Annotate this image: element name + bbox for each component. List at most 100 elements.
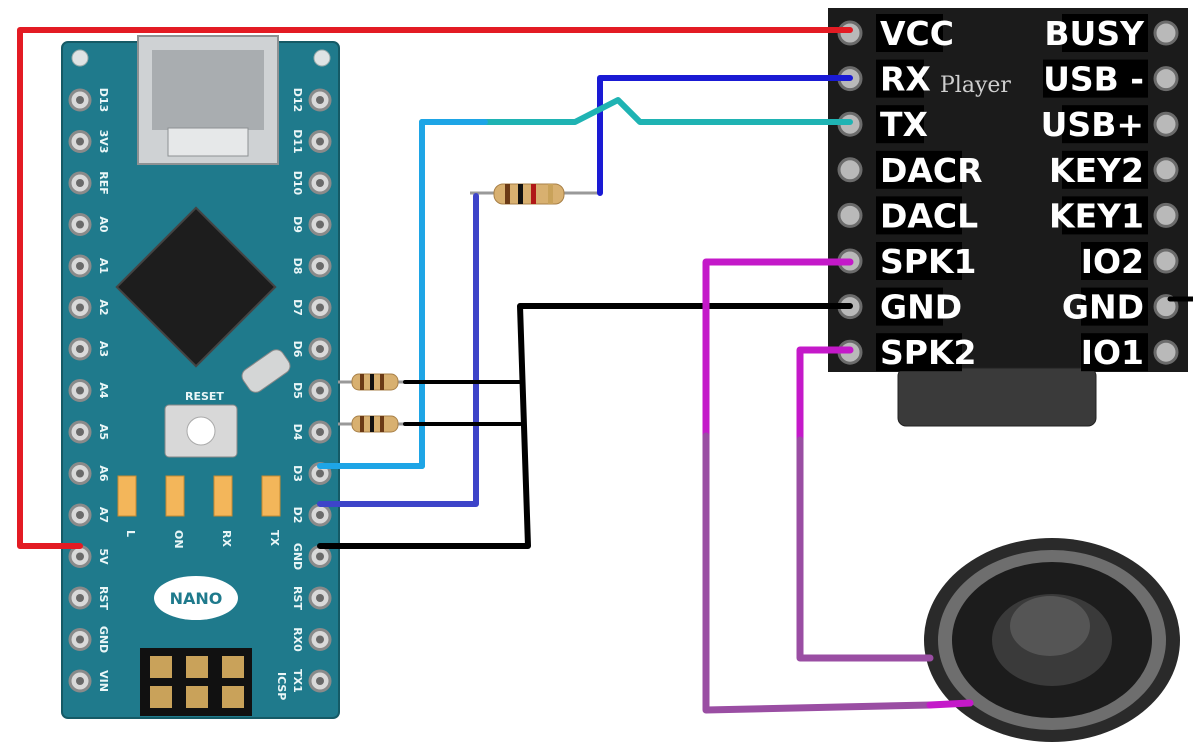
nano-pin-hole — [316, 469, 324, 478]
player-label-bg — [1062, 150, 1148, 189]
nano-pin-label: D12 — [291, 88, 304, 112]
nano-pin-label: REF — [97, 171, 110, 195]
nano-pin-label: D5 — [291, 382, 304, 399]
nano-logo: NANO — [170, 589, 223, 608]
nano-pin-hole — [76, 552, 84, 561]
nano-pin-label: RST — [291, 586, 304, 610]
player-pin-label-vcc: VCC — [880, 14, 954, 53]
player-pin-right-key1 — [1153, 202, 1179, 228]
player-pin-label-tx: TX — [880, 105, 928, 144]
sd-card-slot — [897, 367, 1097, 427]
nano-pin-label: A5 — [97, 424, 110, 440]
nano-pin-label: D7 — [291, 299, 304, 316]
player-pin-label-key1: KEY1 — [1049, 196, 1144, 235]
led-label-on: ON — [172, 530, 185, 549]
crystal — [241, 349, 291, 393]
nano-pin-label: D11 — [291, 129, 304, 153]
nano-pin-hole — [316, 511, 324, 519]
player-label-bg — [876, 333, 962, 372]
microcontroller-chip — [115, 206, 277, 368]
player-pin-label-spk1: SPK1 — [880, 242, 977, 281]
nano-pin-hole — [76, 345, 84, 353]
player-pin-label-usb: USB - — [1043, 60, 1144, 99]
nano-pin-hole — [76, 469, 84, 478]
nano-pin-hole — [316, 303, 324, 312]
nano-pin-label: VIN — [97, 670, 110, 692]
nano-pin-label: D13 — [97, 88, 110, 112]
player-pin-label-gnd: GND — [1062, 288, 1144, 327]
icsp-label: ICSP — [275, 672, 288, 700]
nano-pin-hole — [76, 386, 84, 395]
wire-spk1-a — [702, 258, 854, 440]
player-label-bg — [1043, 59, 1148, 98]
player-label-bg — [876, 287, 943, 326]
nano-pin-label: A3 — [97, 341, 110, 357]
nano-pin-label: A6 — [97, 465, 110, 482]
player-label-bg — [1081, 333, 1148, 372]
nano-pin-hole — [76, 96, 84, 104]
nano-pin-label: 3V3 — [97, 130, 110, 154]
wire-spk1-b — [702, 432, 934, 714]
player-label-bg — [876, 14, 943, 52]
nano-pin-hole — [316, 552, 324, 561]
player-pin-left-dacl — [837, 202, 863, 228]
player-pin-right-key2 — [1153, 157, 1179, 183]
icsp-header — [140, 648, 252, 716]
nano-pin-label: RST — [97, 586, 110, 610]
resistor-d4 — [338, 415, 410, 433]
wire-spk2-b — [796, 436, 934, 662]
player-label-bg — [1081, 242, 1148, 280]
player-pin-label-dacr: DACR — [880, 151, 983, 190]
nano-pin-hole — [316, 428, 324, 436]
nano-pin-label: RX0 — [291, 627, 304, 652]
nano-pin-label: D2 — [291, 507, 304, 524]
player-pin-right-usb — [1153, 111, 1179, 137]
nano-pin-label: A4 — [97, 382, 110, 399]
player-pin-label-usb: USB+ — [1041, 105, 1144, 144]
nano-pin-hole — [76, 428, 84, 436]
wire-vcc-5v — [17, 27, 853, 549]
nano-pin-hole — [316, 137, 324, 146]
nano-pin-label: TX1 — [291, 669, 304, 693]
wire-tx — [419, 97, 853, 469]
player-pin-right-io1 — [1153, 339, 1179, 365]
wire-d2 — [317, 193, 479, 507]
led-label-rx: RX — [220, 530, 233, 547]
nano-pin-label: A0 — [97, 216, 110, 233]
wire-gnd — [317, 303, 853, 549]
nano-pin-hole — [316, 635, 324, 644]
player-pin-label-busy: BUSY — [1044, 14, 1145, 53]
nano-pin-label: D9 — [291, 216, 304, 233]
nano-pin-hole — [316, 262, 324, 270]
nano-pin-label: GND — [97, 626, 110, 653]
nano-pin-hole — [316, 220, 324, 229]
nano-pin-hole — [76, 179, 84, 187]
player-pin-label-rx: RX — [880, 60, 931, 99]
nano-pin-label: 5V — [97, 548, 110, 565]
nano-pin-label: D10 — [291, 171, 304, 196]
wire-d3 — [317, 119, 488, 469]
player-label-bg — [876, 105, 924, 144]
nano-pin-hole — [316, 179, 324, 187]
player-pin-label-io2: IO2 — [1081, 242, 1144, 281]
player-pin-label-gnd: GND — [880, 288, 962, 327]
nano-pin-hole — [316, 345, 324, 353]
nano-pin-hole — [316, 96, 324, 104]
resistor-rx-line — [470, 183, 600, 205]
nano-pin-hole — [76, 511, 84, 519]
wire-spk2-a — [796, 346, 854, 444]
nano-pin-hole — [76, 137, 84, 146]
nano-pin-label: D6 — [291, 341, 304, 358]
player-pin-right-io2 — [1153, 248, 1179, 274]
nano-pin-hole — [316, 594, 324, 602]
player-pin-label-spk2: SPK2 — [880, 333, 977, 372]
player-pin-left-dacr — [837, 157, 863, 183]
nano-pin-hole — [76, 635, 84, 644]
player-label-bg — [876, 59, 924, 98]
player-label-bg — [876, 150, 962, 189]
nano-pin-label: GND — [291, 543, 304, 570]
nano-pin-hole — [76, 677, 84, 685]
